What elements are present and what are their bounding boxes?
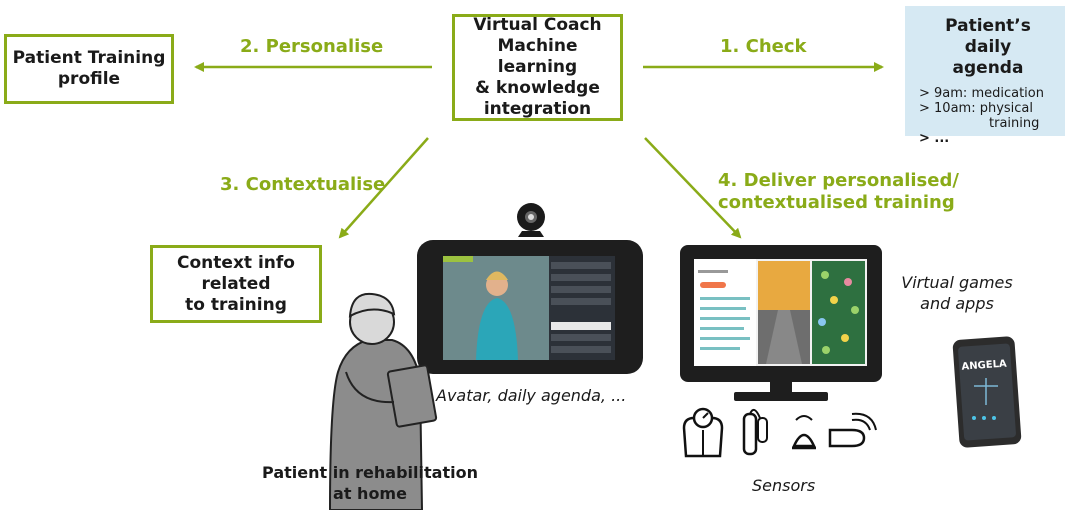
camera-icon [517,203,545,237]
agenda-title-line: Patient’s daily [945,16,1031,57]
caption-games: Virtual games and apps [892,272,1022,314]
center-box-line: & knowledge [475,78,600,98]
angela-device-image: ANGELA [952,336,1022,448]
patient-training-profile-box: Patient Training profile [4,34,174,104]
label-deliver-line: 4. Deliver personalised/ [718,170,959,191]
label-deliver-line: contextualised training [718,192,955,213]
daily-agenda-panel: Patient’s daily agenda > 9am: medication… [905,6,1065,146]
context-info-box: Context info related to training [150,245,322,323]
profile-box-line: Patient Training [12,48,166,68]
caption-games-line: and apps [920,294,994,313]
center-box-line: Virtual Coach [473,15,602,35]
caption-games-line: Virtual games [901,273,1013,292]
context-box-line: Context info [177,252,295,273]
context-box-line: related [201,273,271,294]
center-box-line: integration [483,99,592,119]
caption-patient: Patient in rehabilitation at home [255,462,485,504]
caption-avatar: Avatar, daily agenda, ... [436,386,627,405]
caption-patient-line: at home [333,484,407,503]
arrow-deliver [644,137,742,239]
caption-sensors: Sensors [752,476,816,495]
monitor-image [680,245,882,401]
agenda-title: Patient’s daily agenda [919,16,1057,79]
center-box-virtual-coach: Virtual Coach Machine learning & knowled… [452,14,623,121]
hand-sensor-icon [828,412,877,448]
label-personalise: 2. Personalise [240,36,384,57]
label-contextualise: 3. Contextualise [220,174,386,195]
agenda-item: > ... [919,131,950,146]
agenda-item: > 10am: physical [919,101,1034,116]
device-brand-label: ANGELA [961,359,1007,373]
arrow-contextualise [338,137,429,239]
scale-icon [682,407,724,458]
label-check: 1. Check [720,36,807,57]
center-box-line: Machine learning [497,36,578,77]
tablet-image [417,240,643,374]
wii-remote-icon [742,408,768,456]
context-box-line: to training [185,294,287,315]
caption-patient-line: Patient in rehabilitation [262,463,478,482]
smart-lamp-icon [792,415,816,450]
label-deliver: 4. Deliver personalised/ contextualised … [718,170,959,214]
patient-figure-image [328,292,438,510]
agenda-title-line: agenda [952,58,1024,78]
agenda-item: > 9am: medication [919,86,1044,101]
profile-box-line: profile [57,69,121,89]
agenda-item: training [989,116,1040,131]
